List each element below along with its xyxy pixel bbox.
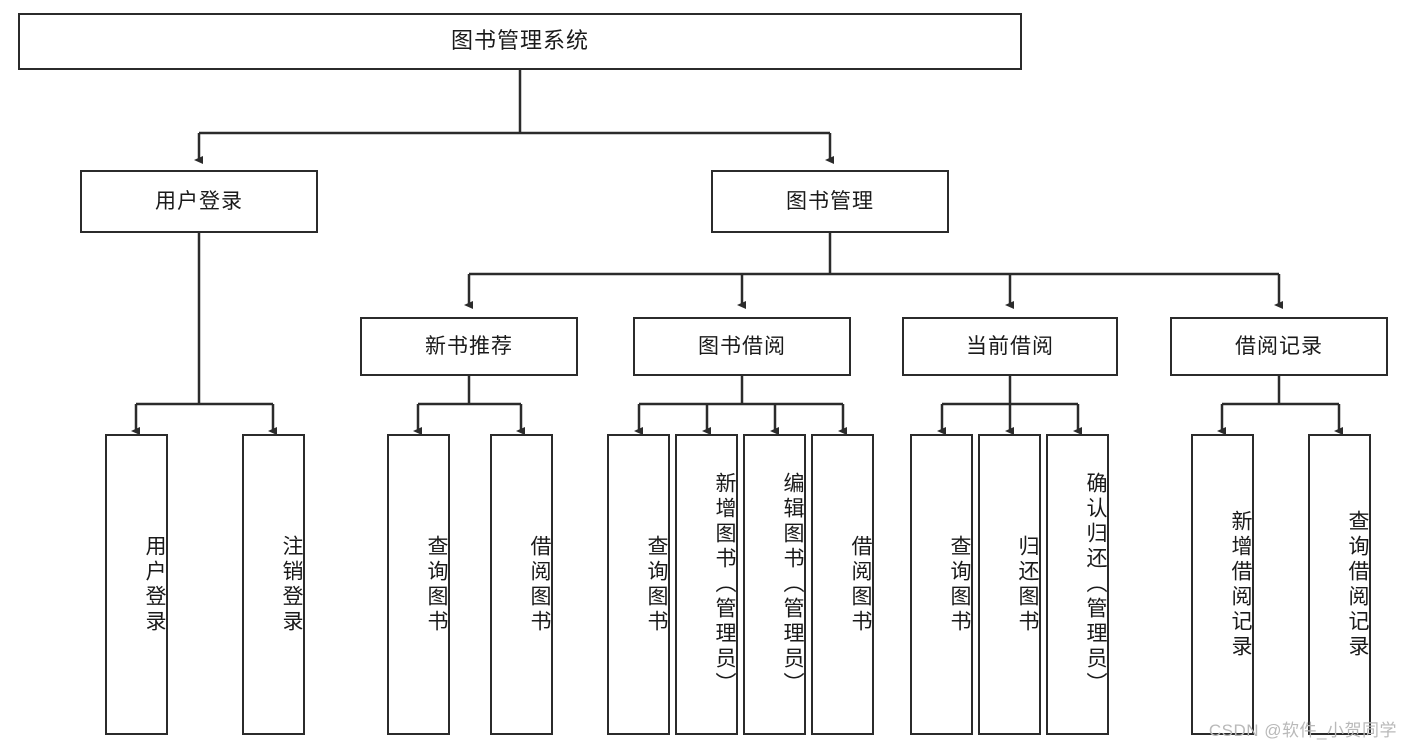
node-label: 图书借阅 — [698, 334, 786, 358]
node-current-borrowing[interactable]: 当前借阅 — [902, 317, 1118, 376]
node-label: 归还图书 — [1016, 534, 1039, 635]
csdn-watermark: CSDN @软件_小贺同学 — [1208, 721, 1397, 740]
node-label: 图书管理 — [786, 189, 874, 213]
node-label: 确认归还（管理员） — [1084, 472, 1107, 697]
node-label: 查询借阅记录 — [1346, 509, 1369, 660]
node-label: 查询图书 — [948, 534, 971, 635]
node-leaf-edit-book-admin[interactable]: 编辑图书（管理员） — [743, 434, 806, 735]
node-leaf-add-book-admin[interactable]: 新增图书（管理员） — [675, 434, 738, 735]
node-leaf-query-books-borrow[interactable]: 查询图书 — [607, 434, 670, 735]
node-label: 当前借阅 — [966, 334, 1054, 358]
node-root-book-management-system[interactable]: 图书管理系统 — [18, 13, 1022, 70]
node-label: 新书推荐 — [425, 334, 513, 358]
node-leaf-add-borrow-record[interactable]: 新增借阅记录 — [1191, 434, 1254, 735]
node-borrowing-records[interactable]: 借阅记录 — [1170, 317, 1388, 376]
node-label: 借阅图书 — [849, 534, 872, 635]
node-user-login[interactable]: 用户登录 — [80, 170, 318, 233]
node-label: 新增借阅记录 — [1229, 509, 1252, 660]
node-book-borrowing[interactable]: 图书借阅 — [633, 317, 851, 376]
node-leaf-confirm-return-admin[interactable]: 确认归还（管理员） — [1046, 434, 1109, 735]
node-leaf-borrow-books[interactable]: 借阅图书 — [811, 434, 874, 735]
node-leaf-borrow-books-new[interactable]: 借阅图书 — [490, 434, 553, 735]
node-label: 图书管理系统 — [450, 28, 589, 54]
node-label: 编辑图书（管理员） — [781, 472, 804, 697]
node-leaf-return-books[interactable]: 归还图书 — [978, 434, 1041, 735]
node-book-management[interactable]: 图书管理 — [711, 170, 949, 233]
node-label: 借阅记录 — [1235, 334, 1323, 358]
node-leaf-logout[interactable]: 注销登录 — [242, 434, 305, 735]
node-label: 借阅图书 — [528, 534, 551, 635]
node-label: 查询图书 — [425, 534, 448, 635]
node-label: 查询图书 — [645, 534, 668, 635]
node-label: 用户登录 — [155, 189, 243, 213]
node-leaf-query-books-new[interactable]: 查询图书 — [387, 434, 450, 735]
node-new-book-recommendation[interactable]: 新书推荐 — [360, 317, 578, 376]
node-label: 用户登录 — [143, 534, 166, 635]
node-leaf-user-login[interactable]: 用户登录 — [105, 434, 168, 735]
node-leaf-query-borrow-record[interactable]: 查询借阅记录 — [1308, 434, 1371, 735]
node-leaf-query-books-current[interactable]: 查询图书 — [910, 434, 973, 735]
node-label: 新增图书（管理员） — [713, 472, 736, 697]
node-label: 注销登录 — [280, 534, 303, 635]
